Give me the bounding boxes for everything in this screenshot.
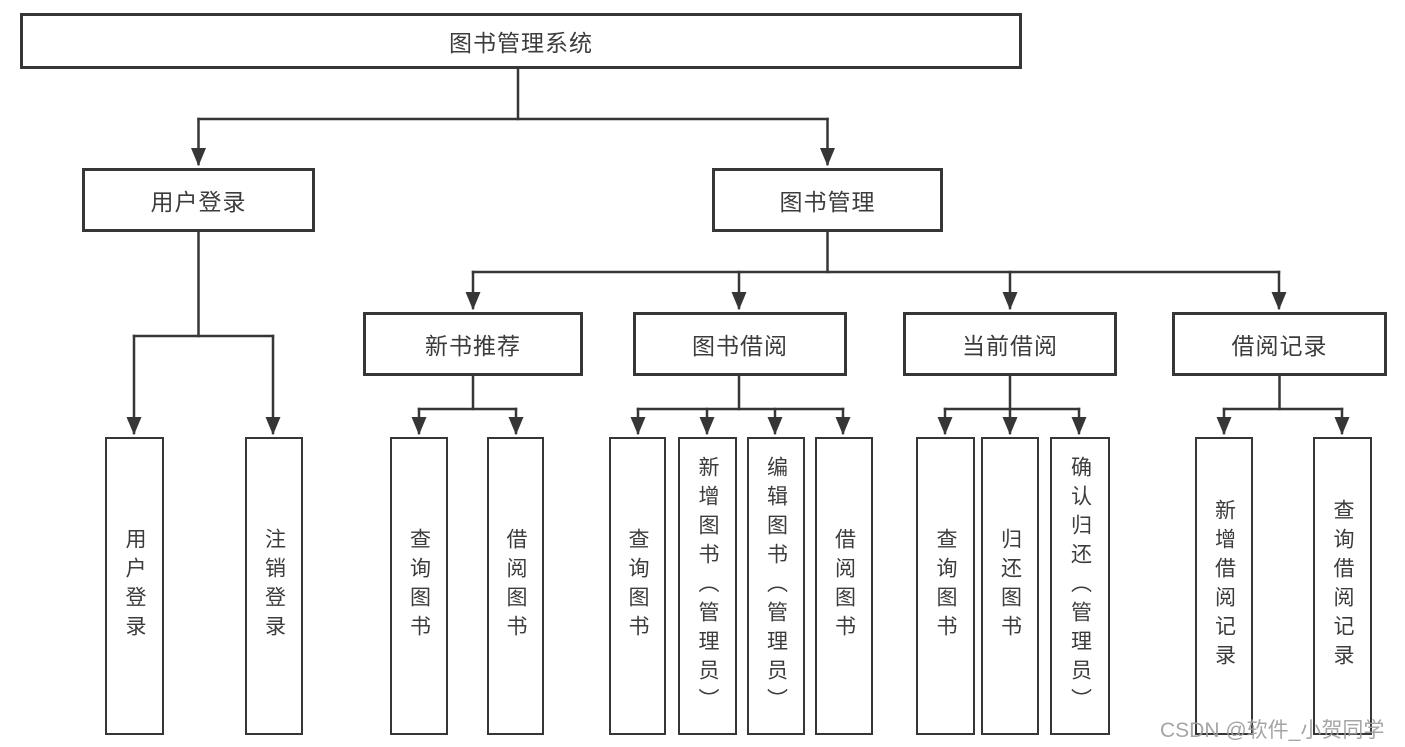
node-label: 注销登录 — [262, 528, 286, 644]
node-query-books-recommend: 查询图书 — [390, 437, 448, 735]
node-label: 图书借阅 — [692, 333, 788, 359]
node-current-borrowing: 当前借阅 — [903, 312, 1117, 376]
connectors-borrowing-records — [1216, 374, 1350, 435]
node-label: 确认归还（管理员） — [1068, 455, 1092, 717]
node-label: 新书推荐 — [425, 333, 521, 359]
node-borrow-books-leaf: 借阅图书 — [815, 437, 873, 735]
node-user-login-leaf: 用户登录 — [105, 437, 164, 735]
node-label: 编辑图书（管理员） — [764, 455, 788, 717]
node-label: 借阅图书 — [504, 528, 527, 644]
node-label: 图书管理系统 — [449, 30, 593, 56]
connectors-user-login — [126, 230, 281, 435]
node-label: 用户登录 — [123, 528, 146, 644]
node-label: 新增借阅记录 — [1212, 499, 1236, 673]
node-query-books-borrowing: 查询图书 — [609, 437, 666, 735]
node-query-books-current: 查询图书 — [916, 437, 975, 735]
connectors-root — [191, 67, 835, 166]
node-label: 借阅记录 — [1231, 333, 1328, 359]
node-label: 新增图书（管理员） — [696, 455, 719, 717]
connectors-book-management — [465, 230, 1287, 310]
node-label: 用户登录 — [150, 189, 247, 215]
node-book-borrowing: 图书借阅 — [633, 312, 847, 376]
node-user-login: 用户登录 — [82, 168, 315, 232]
connectors-current-borrowing — [937, 374, 1087, 435]
connectors-book-borrowing — [630, 374, 851, 435]
csdn-watermark: CSDN @软件_小贺同学 — [1160, 719, 1385, 742]
node-logout-leaf: 注销登录 — [245, 437, 303, 735]
node-add-books-admin: 新增图书（管理员） — [678, 437, 737, 735]
node-confirm-return-admin: 确认归还（管理员） — [1050, 437, 1110, 735]
node-root-book-management-system: 图书管理系统 — [20, 13, 1022, 69]
node-new-book-recommend: 新书推荐 — [363, 312, 583, 376]
node-return-books: 归还图书 — [981, 437, 1039, 735]
node-book-management: 图书管理 — [712, 168, 943, 232]
node-borrow-books-recommend: 借阅图书 — [487, 437, 544, 735]
connectors-new-book-recommend — [411, 374, 524, 435]
node-borrowing-records: 借阅记录 — [1172, 312, 1387, 376]
node-label: 图书管理 — [779, 189, 876, 215]
node-label: 查询借阅记录 — [1331, 499, 1354, 673]
node-edit-books-admin: 编辑图书（管理员） — [747, 437, 805, 735]
node-label: 归还图书 — [998, 528, 1022, 644]
node-label: 查询图书 — [407, 528, 431, 644]
node-label: 借阅图书 — [832, 528, 856, 644]
node-query-borrow-record: 查询借阅记录 — [1313, 437, 1372, 735]
node-label: 当前借阅 — [962, 333, 1058, 359]
node-add-borrow-record: 新增借阅记录 — [1195, 437, 1253, 735]
node-label: 查询图书 — [626, 528, 649, 644]
node-label: 查询图书 — [934, 528, 957, 644]
